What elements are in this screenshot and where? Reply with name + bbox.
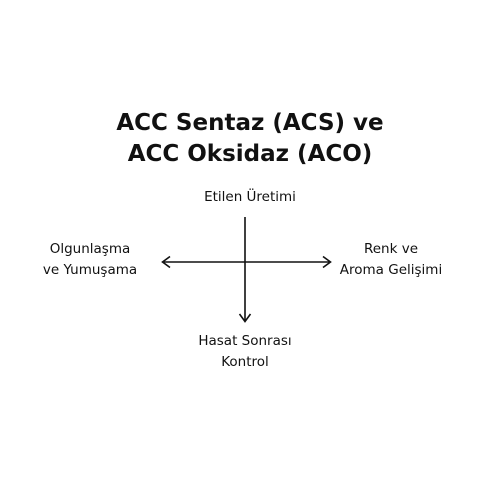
node-bottom-line-1: Hasat Sonrası bbox=[198, 333, 292, 349]
node-right-line-2: Aroma Gelişimi bbox=[339, 262, 443, 278]
node-top-line-1: Etilen Üretimi bbox=[204, 189, 296, 205]
title-line-2: ACC Oksidaz (ACO) bbox=[127, 141, 373, 167]
bottom-arrowhead bbox=[238, 313, 252, 323]
node-top-ethylene-production: Etilen Üretimi bbox=[150, 187, 350, 208]
node-right-line-1: Renk ve bbox=[363, 241, 419, 257]
node-left-line-1: Olgunlaşma bbox=[49, 241, 131, 257]
node-bottom-postharvest-control: Hasat Sonrası Kontrol bbox=[150, 331, 340, 373]
diagram-title: ACC Sentaz (ACS) ve ACC Oksidaz (ACO) bbox=[0, 108, 500, 170]
left-arrowhead bbox=[161, 255, 171, 269]
title-line-1: ACC Sentaz (ACS) ve bbox=[116, 110, 384, 136]
right-arrowhead bbox=[322, 255, 332, 269]
node-left-line-2: ve Yumuşama bbox=[42, 262, 138, 278]
node-right-color-aroma: Renk ve Aroma Gelişimi bbox=[316, 239, 466, 281]
node-left-ripening-softening: Olgunlaşma ve Yumuşama bbox=[20, 239, 160, 281]
node-bottom-line-2: Kontrol bbox=[221, 354, 269, 370]
